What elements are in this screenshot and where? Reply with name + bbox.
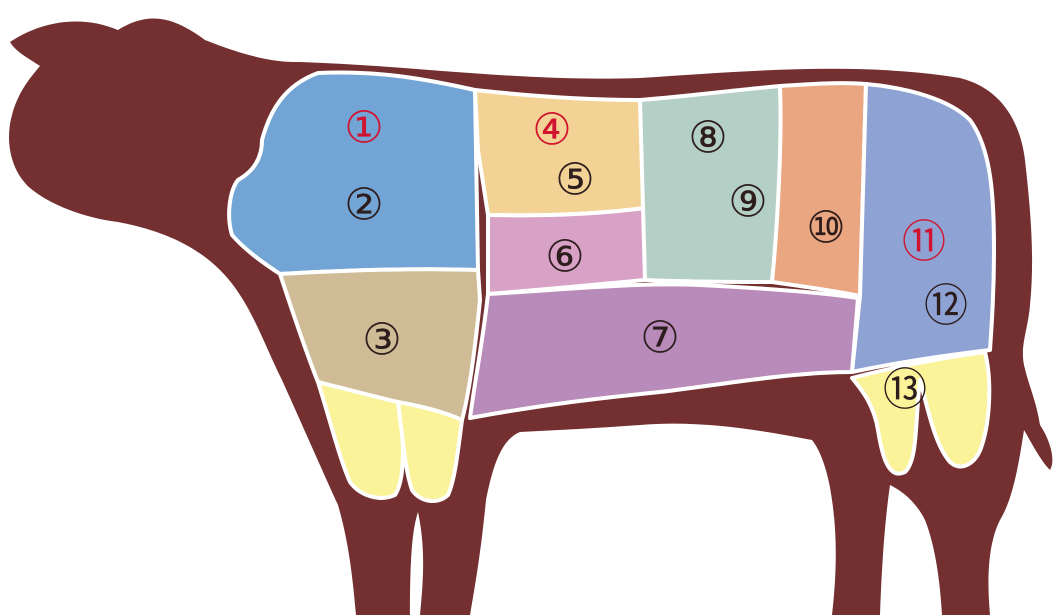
cut-label-5: ⑤ bbox=[555, 155, 594, 206]
cut-label-3: ③ bbox=[362, 315, 401, 366]
cut-label-12: ⑫ bbox=[924, 281, 968, 332]
cut-label-8: ⑧ bbox=[688, 113, 727, 164]
cut-label-11: ⑪ bbox=[902, 217, 946, 268]
cut-label-2: ② bbox=[344, 180, 383, 231]
cut-label-1: ① bbox=[344, 103, 383, 154]
cut-label-7: ⑦ bbox=[640, 313, 679, 364]
cut-label-6: ⑥ bbox=[545, 232, 584, 283]
cut-label-4: ④ bbox=[532, 105, 571, 156]
cut-label-10: ⑩ bbox=[806, 203, 845, 254]
cut-region-10 bbox=[772, 83, 866, 296]
cut-label-13: ⑬ bbox=[883, 365, 927, 416]
cut-label-9: ⑨ bbox=[728, 177, 767, 228]
